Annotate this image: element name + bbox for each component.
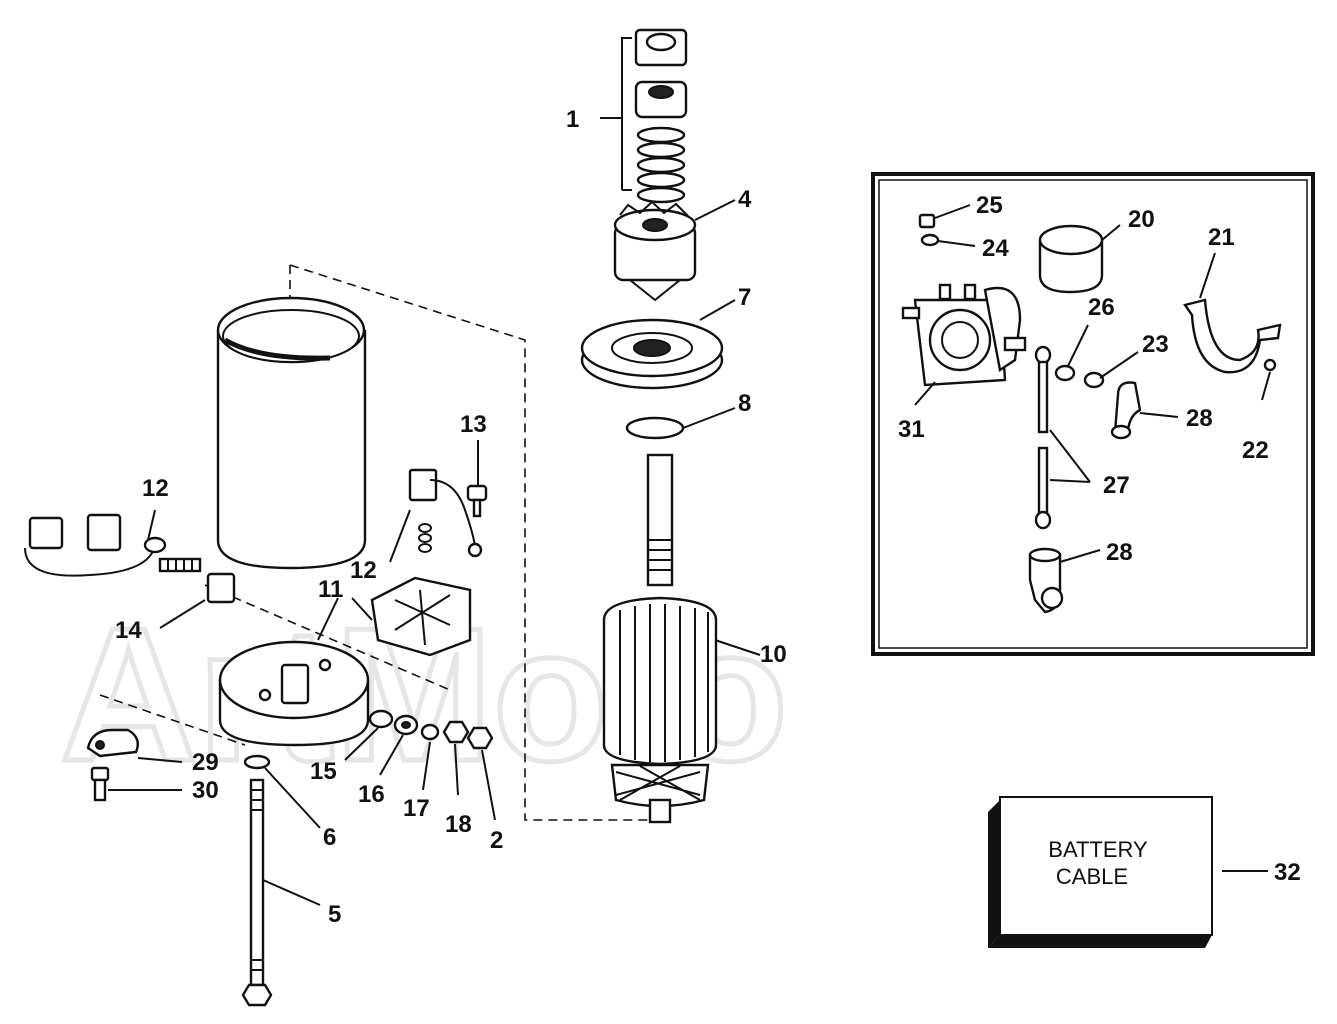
battery-box-line1: BATTERY	[1048, 837, 1148, 862]
callout-4: 4	[738, 186, 752, 213]
terminal-clip	[206, 572, 236, 604]
field-frame-cylinder	[216, 296, 367, 570]
armature-windings	[619, 604, 709, 762]
brush-lead-assembly	[24, 513, 202, 577]
callout-15: 15	[310, 758, 337, 785]
callout-27: 27	[1103, 472, 1130, 499]
pinion-spring-stack	[600, 28, 688, 204]
callout-labels: 1 2 4 5 6 7 8 10 11 12 12 13 14 15 16 17…	[115, 106, 1301, 928]
callout-32: 32	[1274, 859, 1301, 886]
callout-5: 5	[328, 901, 341, 928]
callout-24: 24	[982, 235, 1009, 262]
callout-13: 13	[460, 411, 487, 438]
terminal-hardware	[368, 709, 494, 750]
callout-2: 2	[490, 827, 503, 854]
solenoid-inset	[871, 172, 1315, 656]
brush-and-spring	[408, 468, 483, 558]
pinion-gear	[613, 200, 697, 302]
callout-28a: 28	[1186, 405, 1213, 432]
callout-17: 17	[403, 795, 430, 822]
battery-cable-box: BATTERY CABLE	[988, 796, 1268, 948]
thrust-washer	[625, 416, 685, 440]
leader-lines	[108, 199, 761, 906]
cable-clamp	[86, 728, 139, 802]
callout-21: 21	[1208, 224, 1235, 251]
callout-8: 8	[738, 390, 751, 417]
callout-18: 18	[445, 811, 472, 838]
brush-screw	[466, 484, 488, 518]
callout-31: 31	[898, 416, 925, 443]
callout-23: 23	[1142, 331, 1169, 358]
callout-30: 30	[192, 777, 219, 804]
callout-25: 25	[976, 192, 1003, 219]
drive-end-cap	[580, 318, 724, 390]
callout-29: 29	[192, 749, 219, 776]
callout-14: 14	[115, 617, 142, 644]
battery-box-line2: CABLE	[1056, 864, 1128, 889]
commutator-end-cap	[218, 640, 370, 747]
callout-6: 6	[323, 824, 336, 851]
callout-12a: 12	[142, 475, 169, 502]
through-bolt	[241, 754, 273, 1007]
brush-plate	[370, 576, 472, 657]
callout-26: 26	[1088, 294, 1115, 321]
armature	[602, 453, 718, 824]
callout-22: 22	[1242, 437, 1269, 464]
callout-11: 11	[318, 576, 343, 603]
callout-10: 10	[760, 641, 787, 668]
callout-7: 7	[738, 284, 751, 311]
callout-28b: 28	[1106, 539, 1133, 566]
callout-12b: 12	[350, 557, 377, 584]
callout-20: 20	[1128, 206, 1155, 233]
callout-16: 16	[358, 781, 385, 808]
callout-1: 1	[566, 106, 579, 133]
